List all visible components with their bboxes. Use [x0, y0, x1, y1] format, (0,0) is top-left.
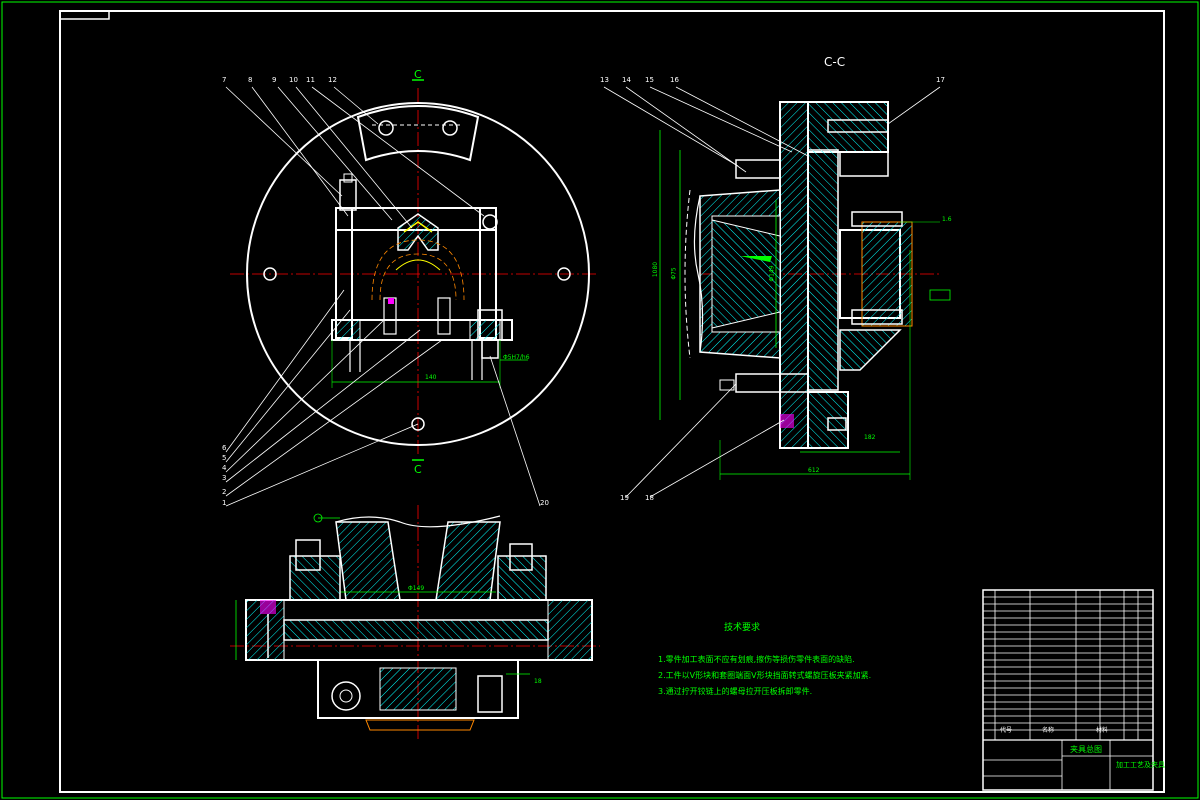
title-project: 加工工艺及夹具: [1116, 761, 1165, 769]
dim-height-right: 1080: [652, 261, 660, 278]
part-number-10: 10: [289, 76, 298, 84]
dim-bore-right: Φ149: [768, 265, 776, 282]
section-label: C-C: [824, 55, 846, 69]
title-col-code: 代号: [1000, 727, 1013, 734]
cut-mark-top: C: [414, 68, 422, 81]
part-number-14: 14: [622, 76, 631, 84]
note-line-2: 2.工件以V形块和套圈端面V形块挡面转式螺旋压板夹紧加紧.: [658, 671, 872, 680]
part-number-6: 6: [222, 444, 227, 452]
part-number-18: 18: [645, 494, 654, 502]
part-number-15: 15: [645, 76, 654, 84]
part-number-7: 7: [222, 76, 227, 84]
inner-frame: [59, 10, 1165, 793]
dim-width-left: 140: [425, 374, 437, 381]
part-number-12: 12: [328, 76, 337, 84]
title-col-name: 名称: [1042, 727, 1055, 734]
part-number-19: 19: [620, 494, 629, 502]
notes-heading: 技术要求: [724, 623, 761, 633]
title-block: [982, 589, 1154, 791]
corner-tab: [59, 10, 110, 20]
dim-width-right-b: 612: [808, 467, 820, 474]
part-number-17: 17: [936, 76, 945, 84]
cut-mark-bottom: C: [414, 463, 422, 476]
top-view: [230, 79, 598, 461]
part-number-13: 13: [600, 76, 609, 84]
title-drawing-name: 夹具总图: [1070, 745, 1102, 754]
leader-lines-right: [603, 86, 941, 498]
part-number-9: 9: [272, 76, 277, 84]
part-number-4: 4: [222, 464, 227, 472]
dim-bottom-bore: Φ149: [408, 585, 425, 592]
note-line-1: 1.零件加工表面不应有划痕,擦伤等损伤零件表面的缺陷.: [658, 655, 855, 664]
front-view: [230, 505, 600, 740]
part-number-16: 16: [670, 76, 679, 84]
part-number-2: 2: [222, 488, 227, 496]
note-line-3: 3.通过拧开铰链上的螺母拉开压板拆卸零件.: [658, 687, 813, 696]
dim-fit-left: Φ5H7/h6: [503, 354, 530, 361]
dim-right-fit: 1.6: [942, 216, 952, 223]
part-number-20: 20: [540, 499, 549, 507]
dim-bottom-side: 18: [534, 678, 542, 685]
section-view-cc: [659, 101, 951, 480]
leader-lines-left: [225, 86, 541, 507]
part-number-11: 11: [306, 76, 315, 84]
part-number-3: 3: [222, 474, 227, 482]
part-number-8: 8: [248, 76, 253, 84]
part-number-1: 1: [222, 499, 227, 507]
dim-width-right-a: 182: [864, 434, 876, 441]
base-plate-circle: [246, 102, 590, 446]
title-col-material: 材料: [1096, 727, 1109, 734]
part-number-5: 5: [222, 454, 227, 462]
dim-small-right: Φ75: [670, 267, 678, 280]
